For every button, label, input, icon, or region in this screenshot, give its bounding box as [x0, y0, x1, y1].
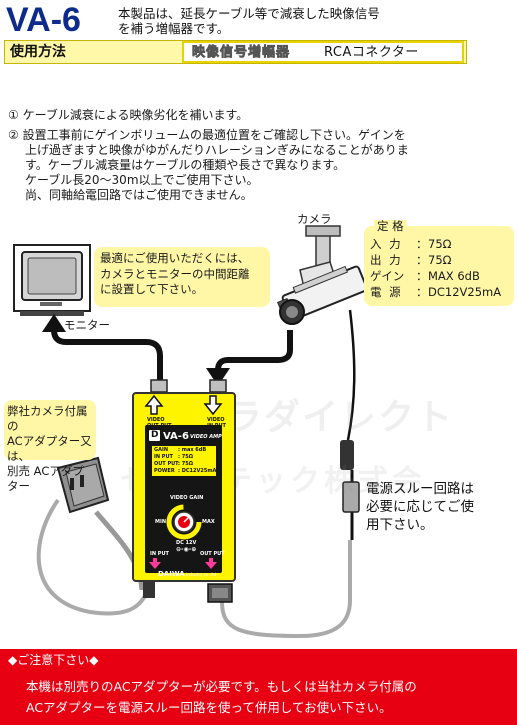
- power-through-note: 電源スルー回路は 必要に応じてご使 用下さい。: [366, 481, 474, 533]
- monitor-icon: [13, 244, 91, 316]
- usage-title: 使用方法: [10, 44, 66, 60]
- gain-max-label: MAX: [202, 519, 215, 525]
- dc-label: DC 12V: [176, 540, 197, 546]
- device-top-arrows: [144, 394, 223, 416]
- out-put-label: OUT PUT: [200, 551, 225, 557]
- spec-rows: 入 力：75Ω 出 力：75Ω ゲイン：MAX 6dB 電 源：DC12V25m…: [370, 237, 502, 299]
- monitor-label: モニター: [64, 318, 110, 332]
- spec-box: [364, 226, 514, 306]
- ac-adapter-note: 弊社カメラ付属の ACアダプター又は、 別売 ACアダプター: [4, 400, 96, 493]
- device-subtitle: VIDEO AMP: [190, 434, 222, 440]
- brand-mark: D: [151, 430, 159, 440]
- wiring-diagram: [13, 225, 368, 639]
- spec-title: 定 格: [374, 220, 407, 233]
- product-type-box: [182, 41, 464, 63]
- gain-min-label: MIN: [155, 519, 167, 525]
- device-spec-list: GAIN: max 6dB IN PUT: 75Ω OUT PUT: 75Ω P…: [154, 447, 217, 474]
- camera-label: カメラ: [297, 212, 332, 226]
- video-gain-label: VIDEO GAIN: [170, 495, 204, 501]
- product-type-label: 映像信号増幅器: [192, 45, 291, 61]
- ac-adapter-icon: [56, 456, 110, 514]
- maker-name: DAIWA: [158, 570, 185, 578]
- dc-polarity-icon: ⊖-◉-⊕: [176, 546, 197, 553]
- caution-banner: [0, 649, 517, 725]
- device-spec-plate: [152, 446, 216, 476]
- placement-note: 最適にご使用いただくには、 カメラとモニターの中間距離 に設置して下さい。: [94, 247, 270, 307]
- note-2: ② 設置工事前にゲインボリュームの最適位置をご確認し下さい。ゲインを 上げ過ぎま…: [8, 128, 409, 202]
- model-name: VA-6: [6, 1, 81, 39]
- gain-knob-icon[interactable]: [166, 504, 202, 540]
- caution-title: ◆ご注意下さい◆: [8, 653, 99, 667]
- device-model: VA-6: [163, 431, 189, 442]
- maker-suffix: industry co.,ltd.: [186, 572, 218, 577]
- caution-body: 本機は別売りのACアダプターが必要です。もしくは当社カメラ付属の ACアダプター…: [26, 679, 417, 715]
- note-1: ① ケーブル減衰による映像劣化を補います。: [8, 108, 249, 122]
- brand-logo-icon: [149, 430, 160, 441]
- connector-label: RCAコネクター: [324, 45, 419, 60]
- product-description: 本製品は、延長ケーブル等で減衰した映像信号 を補う増幅器です。: [118, 6, 380, 36]
- camera-icon: [277, 225, 368, 325]
- power-arrows: [149, 558, 217, 569]
- in-put-label: IN PUT: [150, 551, 169, 557]
